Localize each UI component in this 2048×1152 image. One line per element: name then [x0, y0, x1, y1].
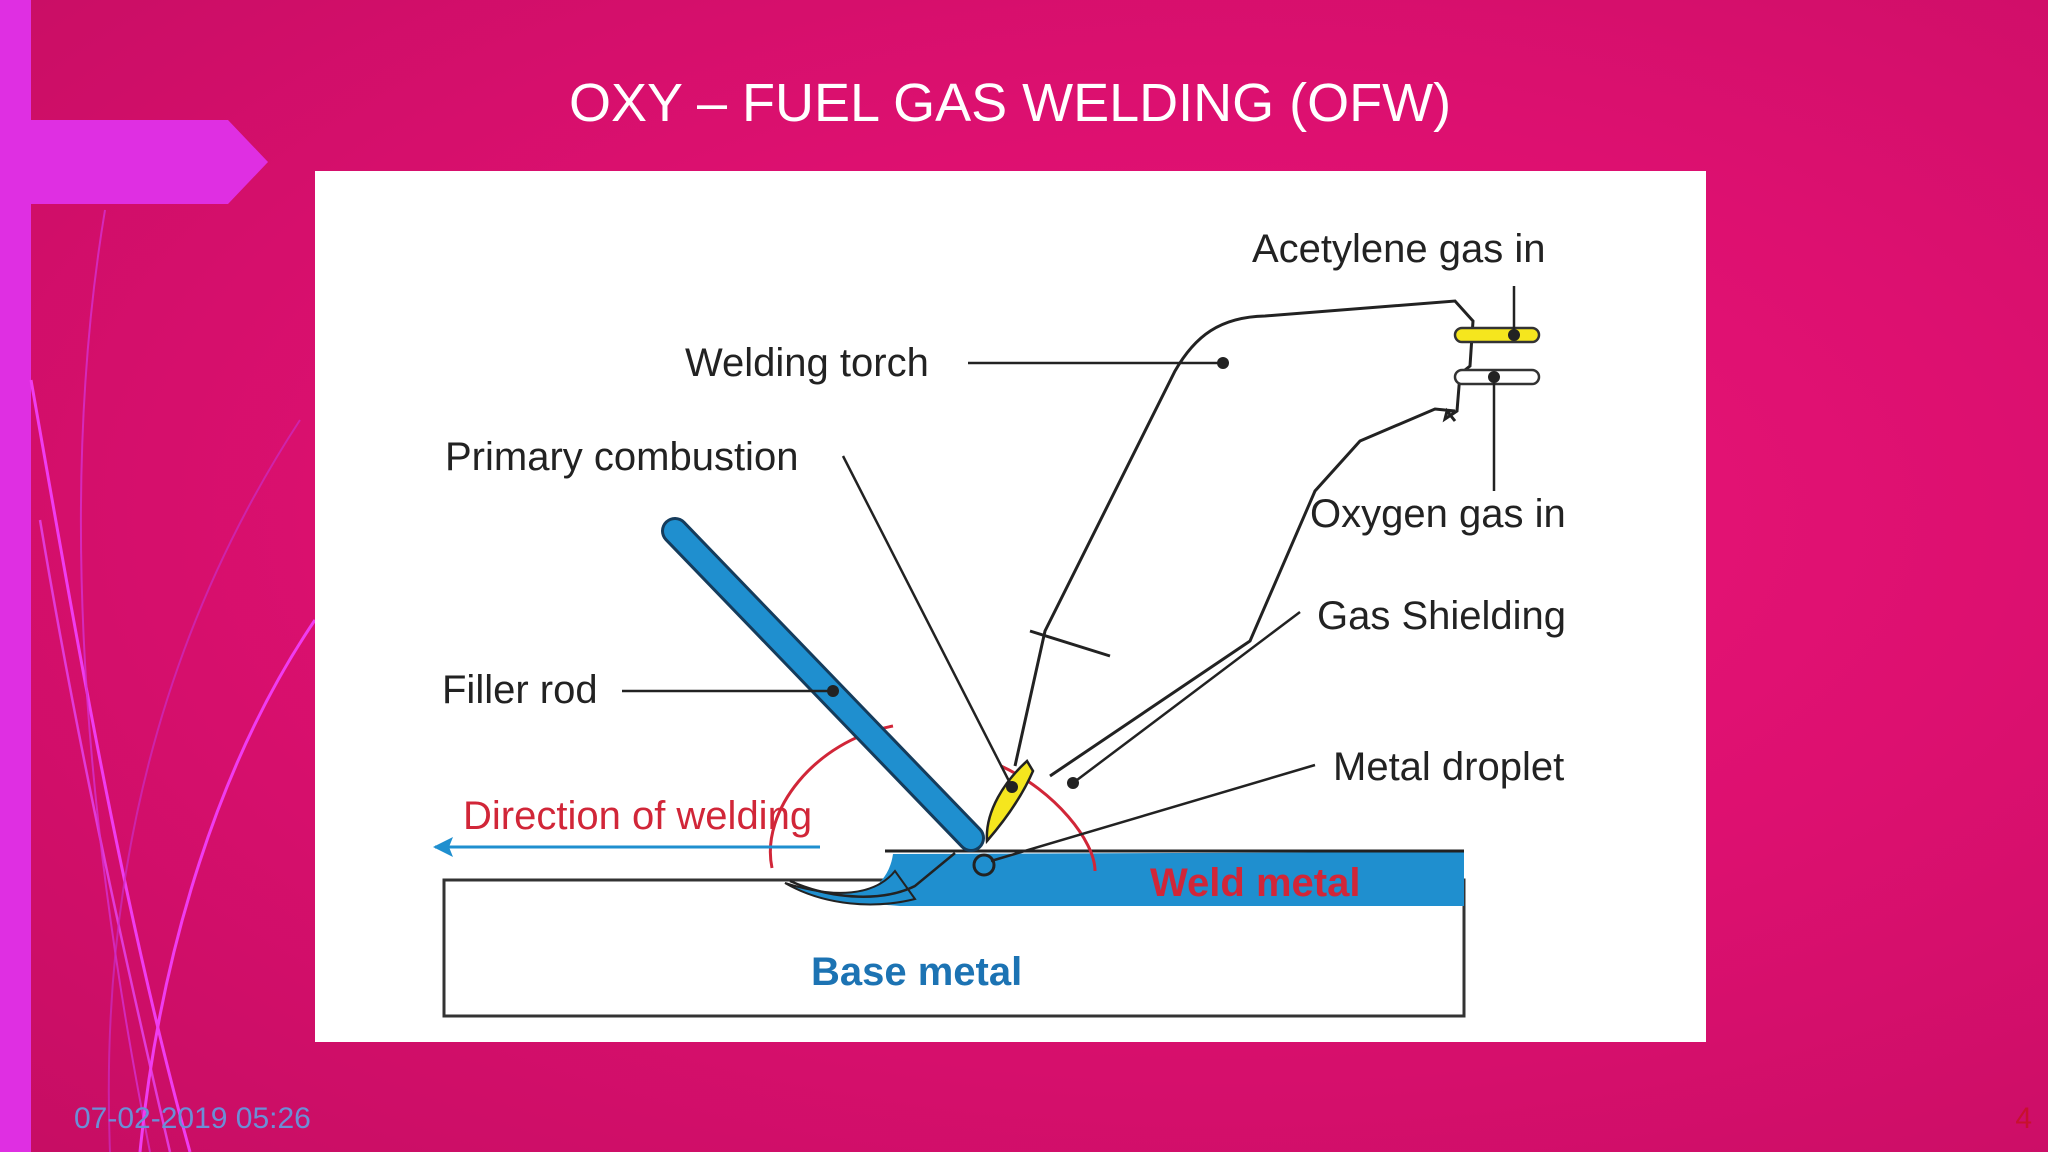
left-accent-strip: [0, 0, 31, 1152]
deco-curve: [79, 209, 151, 1152]
acetylene-hose: [1453, 326, 1541, 344]
label-weld-metal: Weld metal: [1150, 861, 1360, 905]
welding-torch: [1013, 299, 1475, 778]
leader-combustion: [841, 455, 1014, 788]
flame: [985, 759, 1035, 845]
torch-collar: [1029, 629, 1111, 658]
label-primary-combustion: Primary combustion: [445, 435, 798, 479]
label-metal-droplet: Metal droplet: [1333, 745, 1564, 789]
label-filler-rod: Filler rod: [442, 668, 598, 712]
deco-curve: [38, 519, 172, 1152]
slide-page-number: 4: [2015, 1102, 2032, 1135]
leader-gas-shielding: [1072, 611, 1301, 784]
slide-date: 07-02-2019 05:26: [74, 1102, 311, 1135]
deco-curve: [107, 419, 301, 1152]
deco-curve: [138, 619, 317, 1152]
direction-arrowhead: [433, 837, 453, 857]
label-base-metal: Base metal: [811, 950, 1022, 994]
slide-title: OXY – FUEL GAS WELDING (OFW): [568, 73, 1452, 133]
label-oxygen: Oxygen gas in: [1310, 492, 1566, 536]
metal-droplet: [972, 853, 996, 877]
arrow-tab-shape: [31, 120, 268, 204]
weld-metal-bead: [850, 852, 1464, 906]
filler-rod-fill: [664, 520, 982, 849]
weld-surface: [789, 852, 956, 898]
leader-droplet: [990, 763, 1316, 863]
welding-diagram: Acetylene gas in Welding torch Primary c…: [315, 171, 1706, 1042]
label-gas-shielding: Gas Shielding: [1317, 594, 1566, 638]
label-direction: Direction of welding: [463, 794, 812, 838]
decorative-curves: [29, 120, 317, 1152]
label-welding-torch: Welding torch: [685, 341, 929, 385]
label-acetylene: Acetylene gas in: [1252, 227, 1546, 271]
deco-curve: [29, 379, 192, 1152]
